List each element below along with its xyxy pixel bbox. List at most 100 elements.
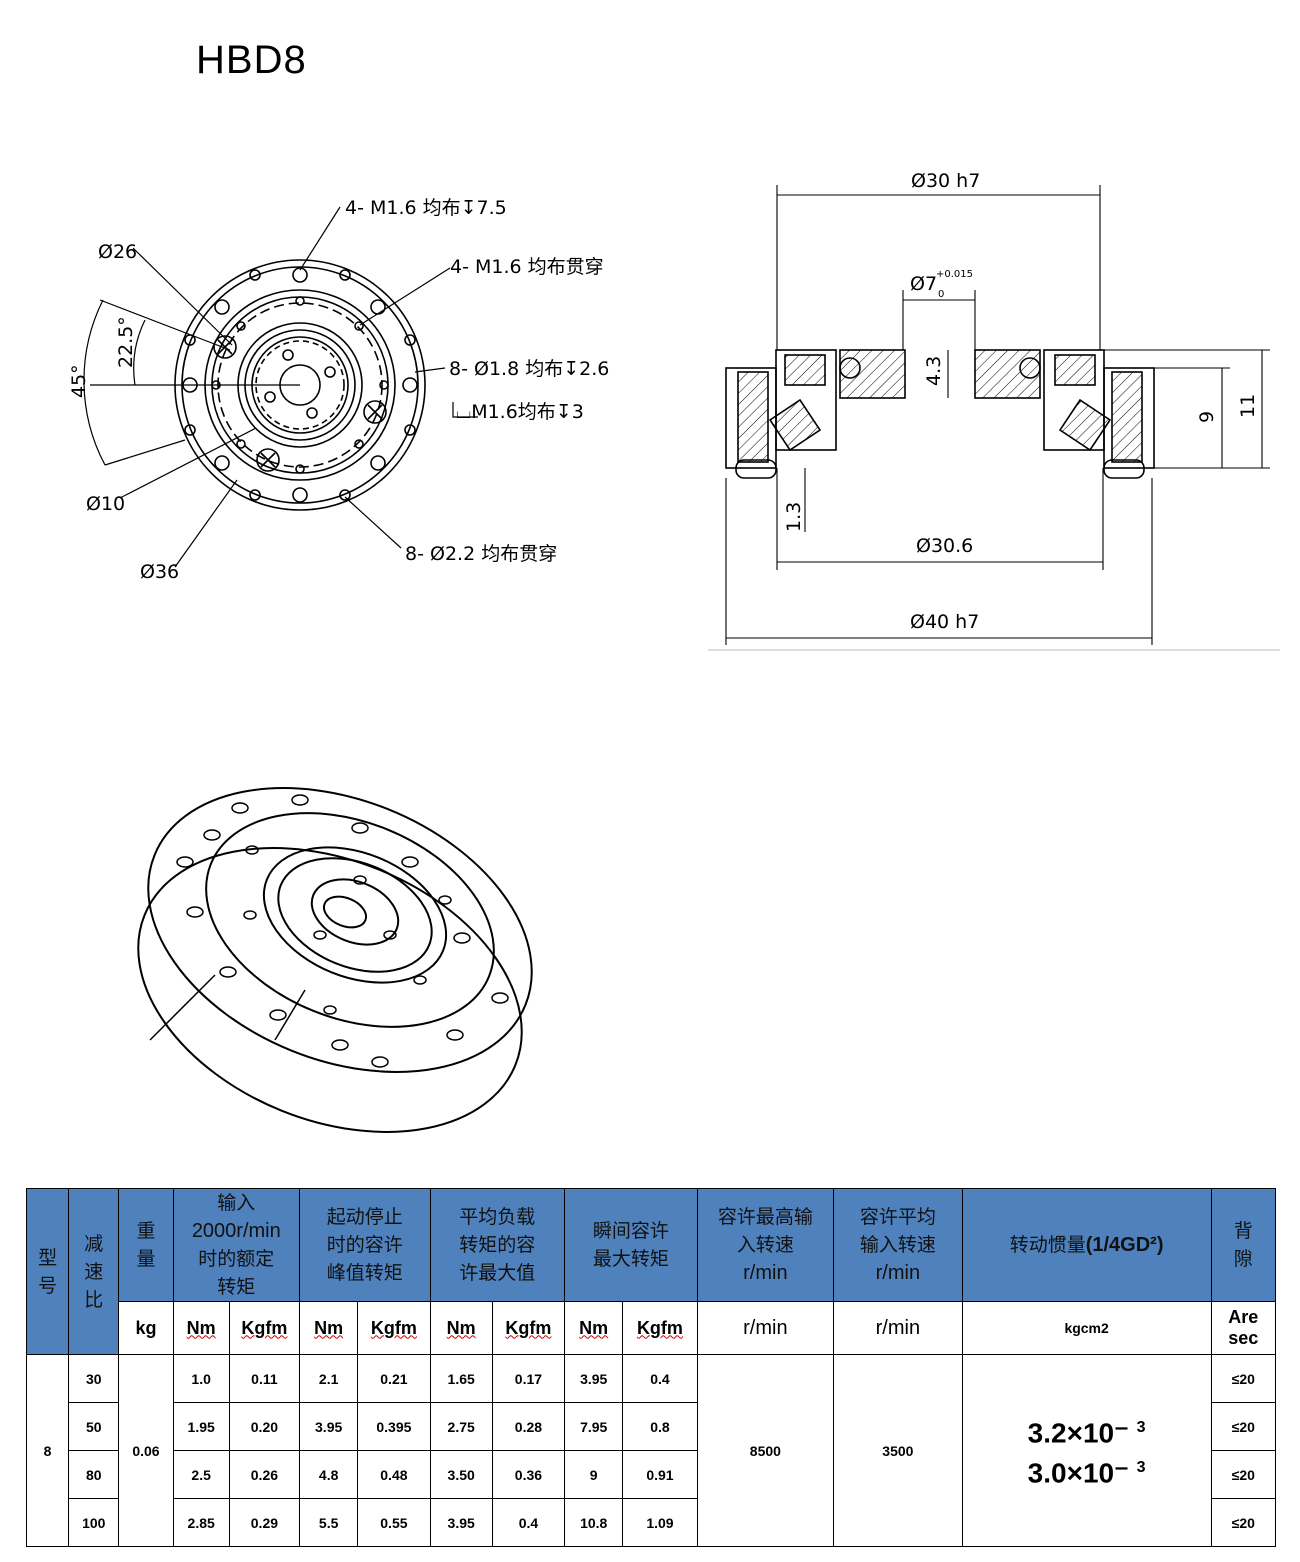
unit-avg-nm: Nm	[429, 1301, 493, 1355]
cell-peak-nm: 2.1	[299, 1354, 359, 1403]
cell-rated-nm: 1.95	[172, 1402, 230, 1451]
header-weight: 重量	[118, 1188, 174, 1302]
cell-backlash: ≤20	[1210, 1354, 1277, 1403]
cell-ratio: 100	[68, 1498, 120, 1547]
cell-ratio: 50	[68, 1402, 120, 1451]
cell-avg-nm: 2.75	[429, 1402, 493, 1451]
dim-d10: Ø10	[86, 493, 125, 515]
unit-inst-kgfm: Kgfm	[622, 1301, 698, 1355]
cell-peak-kgfm: 0.55	[357, 1498, 431, 1547]
cell-inertia: 3.2×10⁻ 3 3.0×10⁻ 3	[961, 1354, 1212, 1547]
cell-rated-nm: 1.0	[172, 1354, 230, 1403]
dim-d30-h7: Ø30 h7	[911, 170, 980, 192]
cell-avg-kgfm: 0.4	[491, 1498, 566, 1547]
cell-max-input-speed: 8500	[696, 1354, 835, 1547]
callout-m16-depth: 4- M1.6 均布↧7.5	[345, 197, 507, 219]
cell-avg-kgfm: 0.28	[491, 1402, 566, 1451]
dim-d30-6: Ø30.6	[916, 535, 973, 557]
cell-rated-kgfm: 0.26	[228, 1450, 301, 1499]
cell-inst-kgfm: 1.09	[622, 1498, 698, 1547]
unit-row: kg Nm Kgfm Nm Kgfm Nm Kgfm Nm Kgfm r/min…	[27, 1301, 1277, 1355]
cell-inst-nm: 7.95	[564, 1402, 624, 1451]
cell-inst-kgfm: 0.91	[622, 1450, 698, 1499]
header-inertia: 转动惯量(1/4GD²)	[961, 1188, 1212, 1302]
table-row: 8 30 0.06 1.0 0.11 2.1 0.21 1.65 0.17 3.…	[25, 1354, 1277, 1547]
page-title: HBD8	[196, 38, 307, 82]
cell-inst-nm: 3.95	[564, 1354, 624, 1403]
dim-d36: Ø36	[140, 561, 179, 583]
cell-backlash: ≤20	[1210, 1450, 1277, 1499]
header-model: 型号	[25, 1188, 70, 1355]
dim-h-11: 11	[1237, 394, 1259, 418]
dim-angle-225: 22.5°	[115, 316, 137, 368]
cell-ratio: 30	[68, 1354, 120, 1403]
callout-d18-depth: 8- Ø1.8 均布↧2.6	[449, 358, 609, 380]
cell-inst-kgfm: 0.8	[622, 1402, 698, 1451]
callout-counterbore: ⌴M1.6均布↧3	[456, 401, 584, 423]
cell-inst-kgfm: 0.4	[622, 1354, 698, 1403]
dim-d7-tol-upper: +0.015	[936, 269, 973, 280]
table-row: 80 2.5 0.26 4.8 0.48 3.50 0.36 9 0.91 ≤2…	[27, 1450, 1277, 1499]
table-row: 50 1.95 0.20 3.95 0.395 2.75 0.28 7.95 0…	[27, 1402, 1277, 1451]
dim-d26: Ø26	[98, 241, 137, 263]
cell-avg-kgfm: 0.17	[491, 1354, 566, 1403]
cell-inst-nm: 9	[564, 1450, 624, 1499]
cell-rated-kgfm: 0.29	[228, 1498, 301, 1547]
front-view-labels: 4- M1.6 均布↧7.5 4- M1.6 均布贯穿 8- Ø1.8 均布↧2…	[68, 197, 609, 583]
header-peak-torque: 起动停止时的容许峰值转矩	[299, 1188, 431, 1302]
cell-weight: 0.06	[118, 1354, 174, 1547]
dim-h-4-3: 4.3	[923, 356, 945, 386]
cell-rated-kgfm: 0.11	[228, 1354, 301, 1403]
unit-inertia: kgcm2	[961, 1301, 1212, 1355]
cell-peak-nm: 4.8	[299, 1450, 359, 1499]
unit-peak-nm: Nm	[299, 1301, 359, 1355]
cell-ratio: 80	[68, 1450, 120, 1499]
cell-avg-nm: 3.50	[429, 1450, 493, 1499]
unit-peak-kgfm: Kgfm	[357, 1301, 431, 1355]
cell-rated-kgfm: 0.20	[228, 1402, 301, 1451]
cell-peak-nm: 3.95	[299, 1402, 359, 1451]
header-average-torque: 平均负载转矩的容许最大值	[429, 1188, 566, 1302]
header-ratio: 减速比	[68, 1188, 120, 1355]
unit-rated-nm: Nm	[172, 1301, 230, 1355]
dim-angle-45: 45°	[68, 364, 90, 398]
cell-backlash: ≤20	[1210, 1498, 1277, 1547]
cell-avg-input-speed: 3500	[833, 1354, 963, 1547]
cell-peak-nm: 5.5	[299, 1498, 359, 1547]
section-view-labels: Ø30 h7 Ø7 +0.015 0 4.3 9 11 1.3 Ø30.6 Ø4…	[783, 170, 1259, 633]
cell-rated-nm: 2.5	[172, 1450, 230, 1499]
dim-h-1-3: 1.3	[783, 502, 805, 532]
cell-backlash: ≤20	[1210, 1402, 1277, 1451]
header-momentary-torque: 瞬间容许最大转矩	[564, 1188, 698, 1302]
cell-peak-kgfm: 0.21	[357, 1354, 431, 1403]
unit-avg-kgfm: Kgfm	[491, 1301, 566, 1355]
cell-inst-nm: 10.8	[564, 1498, 624, 1547]
dim-h-9: 9	[1196, 411, 1218, 423]
unit-max-input-speed: r/min	[696, 1301, 835, 1355]
table-row: 100 2.85 0.29 5.5 0.55 3.95 0.4 10.8 1.0…	[27, 1498, 1277, 1547]
header-backlash: 背隙	[1210, 1188, 1277, 1302]
cell-model: 8	[25, 1354, 70, 1547]
callout-m16-through: 4- M1.6 均布贯穿	[450, 256, 604, 278]
dim-d7-tol-lower: 0	[938, 289, 944, 300]
unit-rated-kgfm: Kgfm	[228, 1301, 301, 1355]
cell-avg-nm: 1.65	[429, 1354, 493, 1403]
dim-d40-h7: Ø40 h7	[910, 611, 979, 633]
cell-peak-kgfm: 0.48	[357, 1450, 431, 1499]
cell-peak-kgfm: 0.395	[357, 1402, 431, 1451]
cell-rated-nm: 2.85	[172, 1498, 230, 1547]
dim-d7: Ø7	[910, 273, 937, 295]
cell-avg-kgfm: 0.36	[491, 1450, 566, 1499]
cell-avg-nm: 3.95	[429, 1498, 493, 1547]
unit-avg-input-speed: r/min	[833, 1301, 963, 1355]
unit-inst-nm: Nm	[564, 1301, 624, 1355]
